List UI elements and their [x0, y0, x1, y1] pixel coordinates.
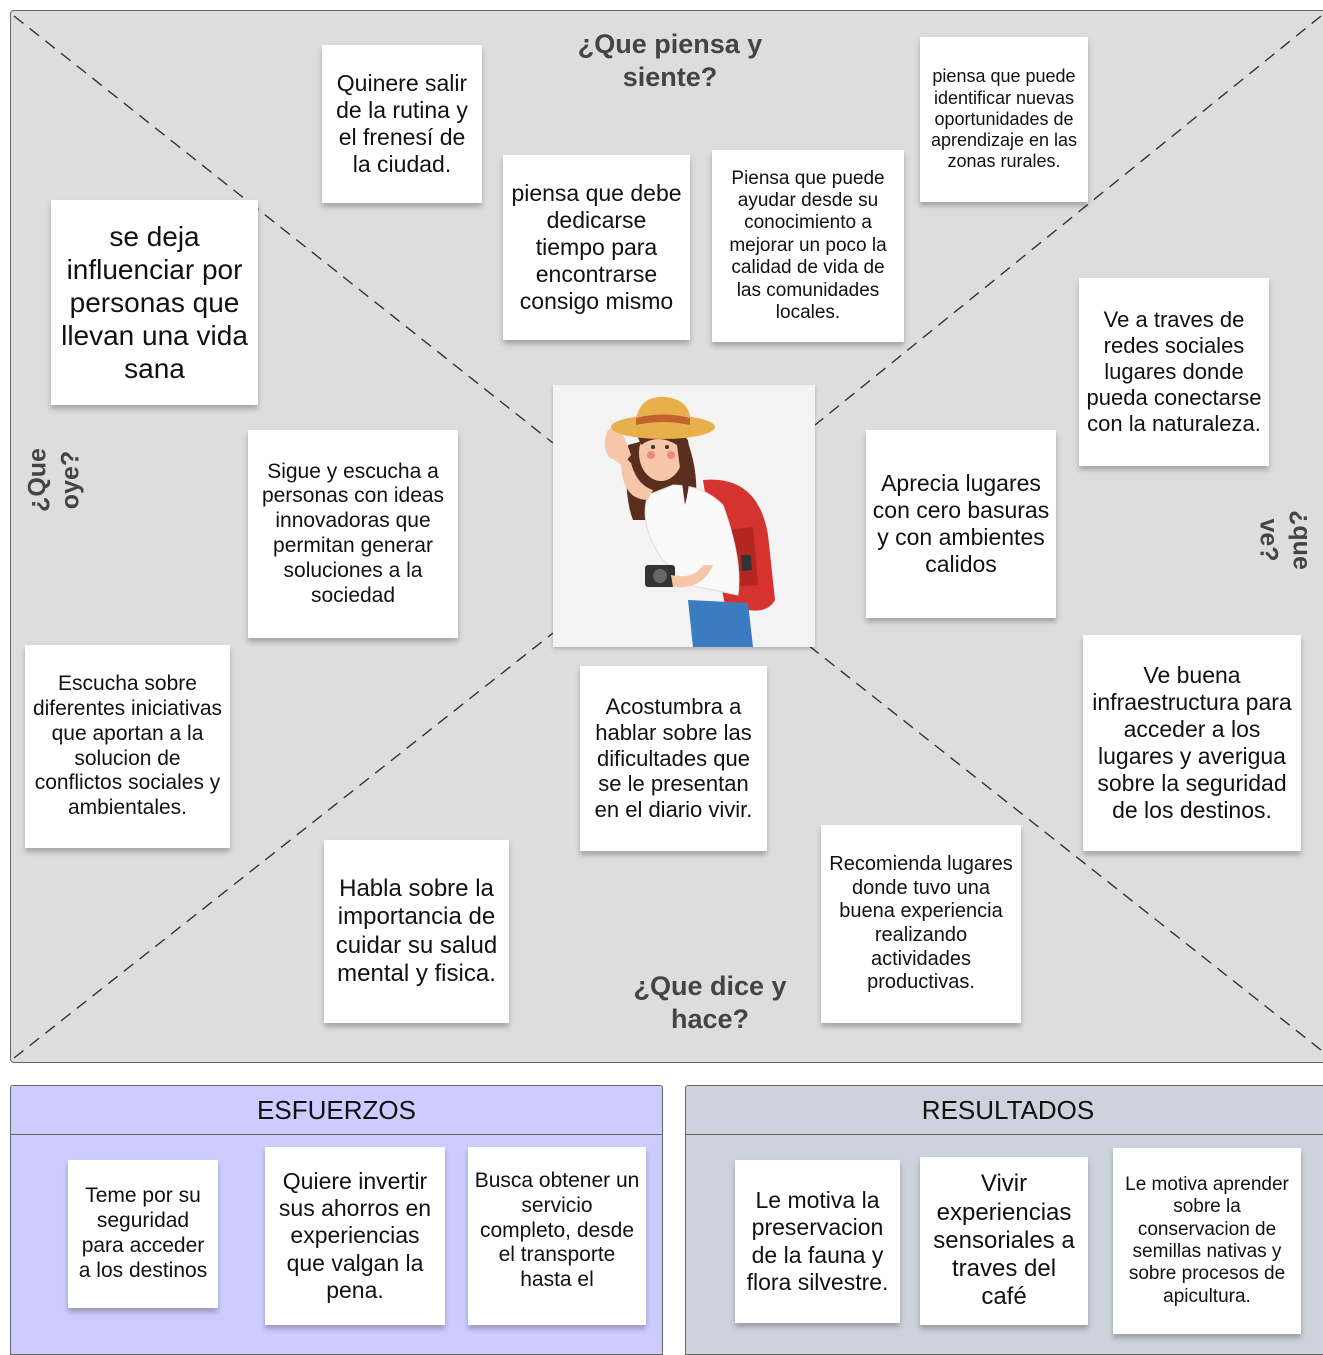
- note-text: Habla sobre la importancia de cuidar su …: [335, 874, 498, 987]
- label-que-oye: ¿Que oye?: [23, 448, 85, 512]
- sticky-note-oye-3: Escucha sobre diferentes iniciativas que…: [25, 645, 230, 848]
- sticky-note-dice-1: Acostumbra a hablar sobre las dificultad…: [580, 666, 767, 851]
- sticky-note-esfuerzo-3: Busca obtener un servicio completo, desd…: [468, 1147, 646, 1325]
- esfuerzos-title: ESFUERZOS: [11, 1086, 662, 1135]
- note-text: piensa que puede identificar nuevas opor…: [930, 66, 1078, 172]
- persona-illustration: [553, 385, 815, 647]
- note-text: Le motiva aprender sobre la conservacion…: [1125, 1173, 1289, 1307]
- note-text: Quinere salir de la rutina y el frenesí …: [336, 69, 468, 178]
- note-text: Recomienda lugares donde tuvo una buena …: [829, 853, 1013, 994]
- sticky-note-piensa-1: Quinere salir de la rutina y el frenesí …: [322, 45, 482, 203]
- resultados-title: RESULTADOS: [686, 1086, 1323, 1135]
- note-text: Quiere invertir sus ahorros en experienc…: [278, 1168, 432, 1303]
- sticky-note-resultado-3: Le motiva aprender sobre la conservacion…: [1113, 1148, 1301, 1334]
- sticky-note-piensa-2: piensa que debe dedicarse tiempo para en…: [503, 155, 690, 340]
- label-piensa-siente: ¿Que piensa y siente?: [577, 29, 763, 92]
- note-text: Busca obtener un servicio completo, desd…: [474, 1169, 640, 1292]
- sticky-note-esfuerzo-1: Teme por su seguridad para acceder a los…: [68, 1160, 218, 1308]
- note-text: Ve buena infraestructura para acceder a …: [1092, 661, 1292, 824]
- sticky-note-esfuerzo-2: Quiere invertir sus ahorros en experienc…: [265, 1147, 445, 1325]
- sticky-note-dice-3: Recomienda lugares donde tuvo una buena …: [821, 825, 1021, 1023]
- sticky-note-dice-2: Habla sobre la importancia de cuidar su …: [324, 840, 509, 1023]
- label-dice-hace: ¿Que dice y hace?: [633, 971, 787, 1034]
- sticky-note-ve-3: Ve buena infraestructura para acceder a …: [1083, 635, 1301, 851]
- note-text: Escucha sobre diferentes iniciativas que…: [32, 672, 223, 820]
- note-text: se deja influenciar por personas que lle…: [61, 220, 248, 385]
- sticky-note-ve-2: Aprecia lugares con cero basuras y con a…: [866, 430, 1056, 618]
- note-text: Vivir experiencias sensoriales a traves …: [933, 1170, 1075, 1311]
- note-text: Acostumbra a hablar sobre las dificultad…: [594, 693, 753, 823]
- note-text: Le motiva la preservacion de la fauna y …: [746, 1187, 889, 1295]
- sticky-note-ve-1: Ve a traves de redes sociales lugares do…: [1079, 278, 1269, 466]
- traveler-woman-icon: [604, 396, 775, 647]
- note-text: Ve a traves de redes sociales lugares do…: [1086, 307, 1262, 436]
- sticky-note-resultado-1: Le motiva la preservacion de la fauna y …: [735, 1160, 900, 1323]
- note-text: Aprecia lugares con cero basuras y con a…: [872, 469, 1050, 578]
- sticky-note-oye-2: Sigue y escucha a personas con ideas inn…: [248, 430, 458, 638]
- note-text: Sigue y escucha a personas con ideas inn…: [261, 459, 445, 607]
- sticky-note-oye-1: se deja influenciar por personas que lle…: [51, 200, 258, 405]
- note-text: Teme por su seguridad para acceder a los…: [78, 1184, 208, 1282]
- label-que-ve: ¿que ve?: [1255, 510, 1316, 570]
- sticky-note-piensa-3: Piensa que puede ayudar desde su conocim…: [712, 150, 904, 342]
- sticky-note-resultado-2: Vivir experiencias sensoriales a traves …: [920, 1157, 1088, 1325]
- sticky-note-piensa-4: piensa que puede identificar nuevas opor…: [920, 37, 1088, 202]
- note-text: Piensa que puede ayudar desde su conocim…: [729, 167, 887, 324]
- note-text: piensa que debe dedicarse tiempo para en…: [511, 179, 682, 315]
